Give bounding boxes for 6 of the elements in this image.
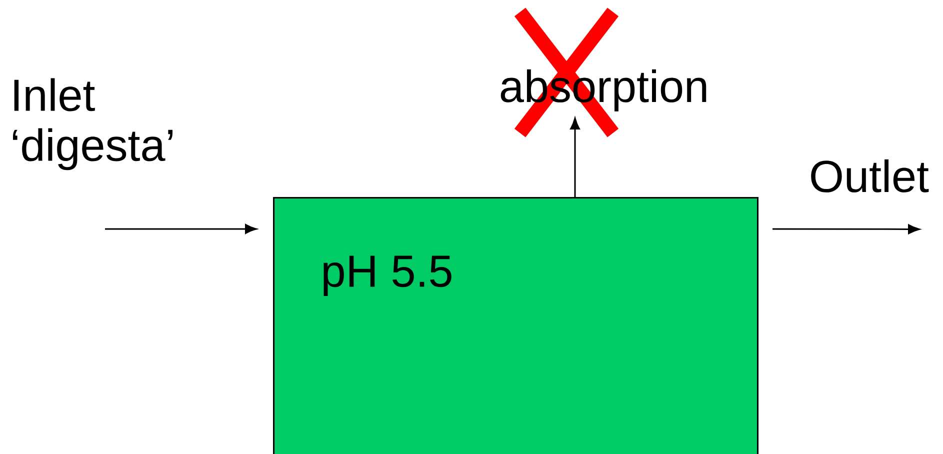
arrow [570, 118, 580, 197]
compartment-box: pH 5.5 [273, 197, 758, 454]
flow-label: Inlet ‘digesta’ [13, 78, 172, 170]
arrow [105, 224, 257, 234]
flow-label: Outlet [811, 159, 929, 192]
arrow [772, 224, 920, 234]
